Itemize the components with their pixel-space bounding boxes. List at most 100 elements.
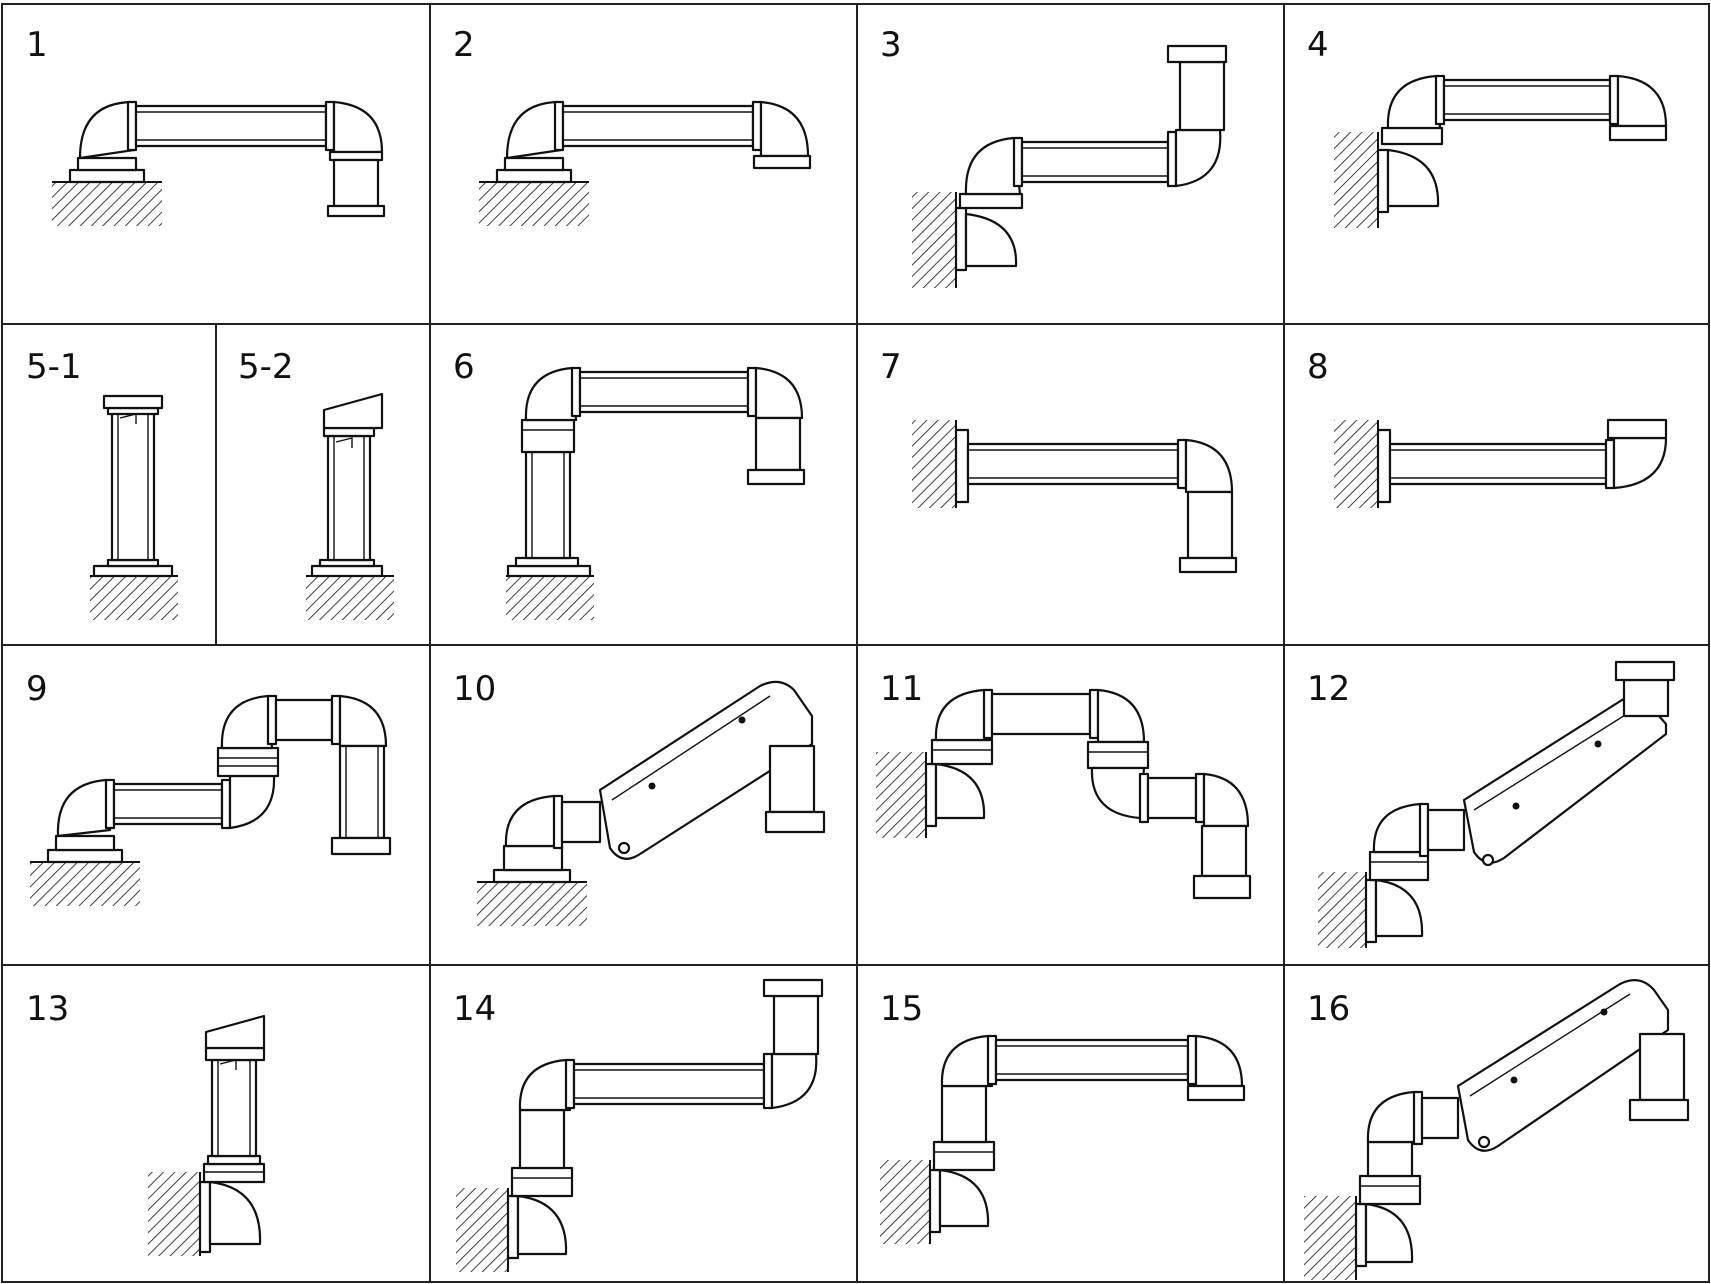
elbow-joint [516,1194,568,1256]
arm-config-8 [1334,418,1668,508]
floor-hatch [30,862,140,906]
end-flange [1178,556,1238,574]
wall-plate [1354,1202,1368,1268]
elbow-joint [1386,74,1442,130]
vertical-tube [332,158,380,208]
short-tube [1426,808,1466,852]
elbow-joint [504,794,560,848]
cell-label-3: 3 [880,25,902,65]
end-flange [330,836,392,856]
vertical-tube [754,416,802,472]
elbow-joint [1612,436,1668,490]
end-flange [326,204,386,218]
wall-plate [954,206,968,272]
arm-config-11 [876,688,1252,900]
cell-label-5-1: 5-1 [26,347,82,387]
elbow-joint [934,762,986,820]
wall-hatch [1334,420,1378,508]
elbow-joint [332,100,384,154]
elbow-joint [1174,128,1222,188]
floor-base [506,564,592,578]
floor-hatch [479,182,589,226]
floor-base [495,168,573,184]
vertical-tube [768,744,816,814]
wall-plate [954,428,970,504]
short-tube [1420,1096,1460,1140]
wall-plate [506,1194,520,1260]
wall-plate [928,1168,942,1234]
cell-label-11: 11 [880,669,923,709]
arm-config-13 [148,1014,266,1256]
elbow-joint [1386,148,1440,208]
pivot-icon [617,841,631,855]
elbow-joint [1184,438,1234,494]
wall-plate [1364,878,1378,944]
arm-config-9 [30,694,392,906]
end-flange [1608,124,1668,142]
wall-hatch [456,1188,508,1272]
vertical-tube [1622,678,1670,718]
cell-label-4: 4 [1307,25,1329,65]
wall-plate [1376,148,1390,214]
wall-hatch [1334,132,1378,228]
horizontal-tube [990,692,1092,736]
end-flange [764,810,826,834]
arm-config-7 [912,420,1238,574]
floor-base [310,564,384,578]
end-flange [762,978,824,998]
floor-hatch [306,576,394,620]
elbow-joint [770,1052,818,1110]
elbow-joint [1372,802,1426,854]
elbow-joint [1366,1090,1420,1144]
floor-base [68,168,146,184]
elbow-joint [754,366,804,420]
end-flange [1186,1084,1246,1102]
vertical-tube [524,450,572,560]
cell-label-8: 8 [1307,347,1329,387]
cell-label-7: 7 [880,347,902,387]
elbow-joint [1364,1202,1414,1264]
arm-config-3 [912,44,1228,288]
elbow-joint [338,694,388,748]
vertical-tube [1638,1032,1686,1102]
elbow-joint [964,212,1018,268]
arm-config-10 [477,680,826,926]
arm-config-14 [456,978,824,1272]
arm-config-15 [880,1034,1246,1244]
cell-label-5-2: 5-2 [238,347,294,387]
wall-hatch [876,752,926,838]
arm-config-1 [52,100,386,226]
wall-hatch [1318,872,1366,948]
floor-base [92,564,174,578]
vertical-tube [326,434,372,562]
elbow-joint [1096,688,1146,744]
floor-hatch [52,182,162,226]
wall-hatch [880,1160,930,1244]
cell-label-6: 6 [453,347,475,387]
wall-hatch [148,1172,200,1256]
vertical-tube [1178,60,1226,132]
cell-label-14: 14 [453,989,496,1029]
arm-config-5-2 [306,392,394,620]
wall-hatch [912,192,956,288]
cell-label-1: 1 [26,25,48,65]
floor-base [46,848,124,864]
cell-label-12: 12 [1307,669,1350,709]
elbow-joint [505,100,563,160]
pivot-icon [1481,853,1495,867]
cell-label-16: 16 [1307,989,1350,1029]
elbow-joint [228,774,276,830]
cell-label-9: 9 [26,669,48,709]
end-flange [1606,418,1668,440]
elbow-joint [518,1058,572,1112]
vertical-tube [1186,490,1234,560]
wall-hatch [1304,1196,1356,1280]
vertical-tube [1366,1140,1414,1178]
elbow-joint [220,694,274,750]
elbow-joint [1194,1034,1244,1088]
end-flange [1192,874,1252,900]
horizontal-tube [274,698,334,742]
cell-label-10: 10 [453,669,496,709]
articulated-boom [1462,695,1668,864]
arm-config-16 [1304,979,1690,1280]
